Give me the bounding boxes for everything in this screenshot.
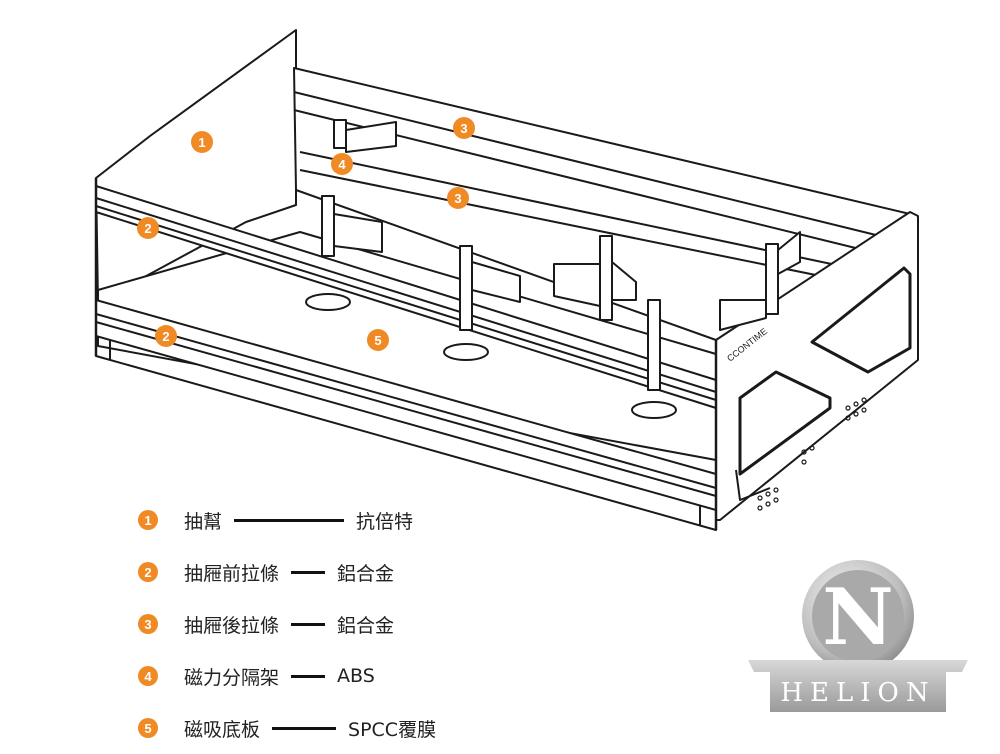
legend-connector-line: [234, 518, 345, 522]
legend-badge: 4: [138, 666, 158, 686]
callout-3-middle: 3: [447, 187, 469, 209]
legend-connector-line: [291, 622, 326, 626]
legend-row-5: 5 磁吸底板 SPCC覆膜: [138, 702, 538, 754]
legend-connector-line: [272, 726, 337, 730]
callout-2-bottom: 2: [155, 325, 177, 347]
legend-part: 抽幫: [184, 510, 223, 533]
callout-4: 4: [331, 153, 353, 175]
materials-legend: 1 抽幫 抗倍特 2 抽屜前拉條 鋁合金 3 抽屜後拉條 鋁合金 4 磁力分隔架…: [138, 494, 538, 754]
logo-word: HELION: [780, 678, 935, 708]
svg-text:3: 3: [454, 191, 461, 206]
svg-text:2: 2: [144, 221, 151, 236]
callout-2-top: 2: [137, 217, 159, 239]
callout-1: 1: [191, 131, 213, 153]
legend-part: 磁吸底板: [184, 718, 261, 741]
legend-badge: 5: [138, 718, 158, 738]
legend-connector-line: [291, 674, 326, 678]
legend-badge: 1: [138, 510, 158, 530]
legend-material: 鋁合金: [337, 614, 395, 637]
callout-5: 5: [367, 329, 389, 351]
legend-badge: 3: [138, 614, 158, 634]
legend-material: 鋁合金: [337, 562, 395, 585]
svg-text:4: 4: [338, 157, 346, 172]
legend-row-3: 3 抽屜後拉條 鋁合金: [138, 598, 538, 650]
svg-text:1: 1: [198, 135, 205, 150]
legend-material: SPCC覆膜: [348, 718, 437, 741]
svg-text:3: 3: [460, 121, 467, 136]
legend-connector-line: [291, 570, 326, 574]
legend-part: 抽屜前拉條: [184, 562, 280, 585]
legend-material: ABS: [337, 665, 375, 687]
legend-material: 抗倍特: [356, 510, 414, 533]
svg-text:5: 5: [374, 333, 381, 348]
legend-row-2: 2 抽屜前拉條 鋁合金: [138, 546, 538, 598]
helion-logo: N HELION: [748, 560, 968, 712]
legend-row-1: 1 抽幫 抗倍特: [138, 494, 538, 546]
legend-row-4: 4 磁力分隔架 ABS: [138, 650, 538, 702]
legend-part: 抽屜後拉條: [184, 614, 280, 637]
svg-text:2: 2: [162, 329, 169, 344]
magnetic-divider: [305, 119, 801, 419]
legend-badge: 2: [138, 562, 158, 582]
logo-letter: N: [822, 572, 893, 663]
callout-3-top: 3: [453, 117, 475, 139]
legend-part: 磁力分隔架: [184, 666, 280, 689]
